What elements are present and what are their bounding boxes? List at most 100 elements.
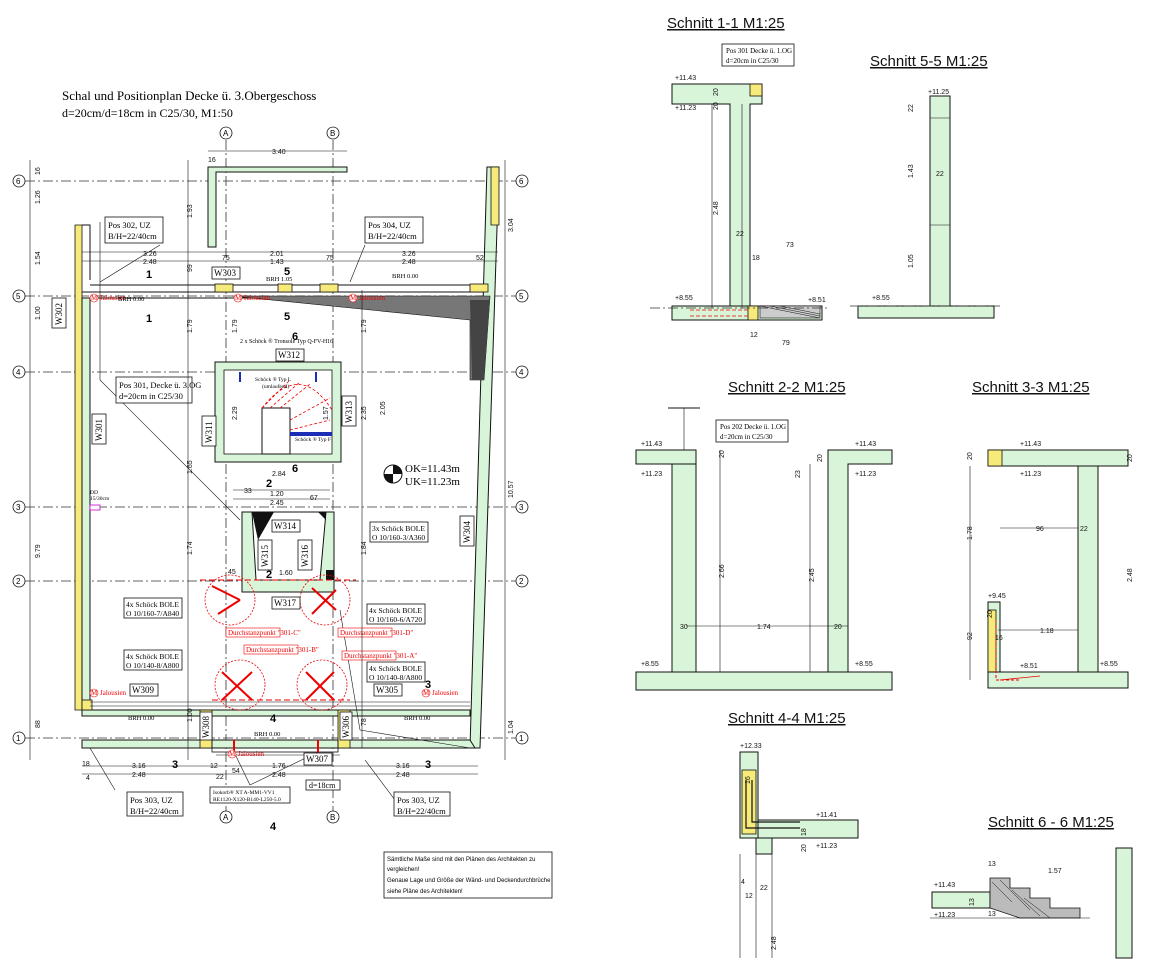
wall-w307: W307 <box>306 754 328 764</box>
section-4-4-title: Schnitt 4-4 M1:25 <box>728 710 846 727</box>
svg-text:16: 16 <box>995 635 1003 642</box>
svg-text:1.60: 1.60 <box>279 570 293 577</box>
wall-w303: W303 <box>214 268 236 278</box>
svg-text:1: 1 <box>146 269 152 281</box>
svg-text:20: 20 <box>801 844 808 852</box>
svg-text:79: 79 <box>782 340 790 347</box>
svg-text:BRH 1.05: BRH 1.05 <box>266 276 292 283</box>
axis-markers-letters: A B A B <box>219 126 340 824</box>
svg-text:2.48: 2.48 <box>713 201 720 215</box>
svg-text:Jalousien: Jalousien <box>238 750 265 758</box>
svg-text:Durchstanzpunkt "301-A": Durchstanzpunkt "301-A" <box>344 652 417 660</box>
svg-text:22: 22 <box>760 885 768 892</box>
svg-text:B/H=22/40cm: B/H=22/40cm <box>108 231 157 241</box>
svg-text:+11.23: +11.23 <box>641 471 662 478</box>
svg-text:2: 2 <box>266 478 272 490</box>
svg-text:M: M <box>350 294 357 302</box>
svg-text:18: 18 <box>82 761 90 768</box>
svg-text:1.26: 1.26 <box>35 190 42 204</box>
svg-text:+11.43: +11.43 <box>934 882 955 889</box>
svg-text:2.48: 2.48 <box>396 772 410 779</box>
svg-text:2: 2 <box>16 577 21 586</box>
svg-text:6: 6 <box>292 463 298 475</box>
svg-text:Jalousien: Jalousien <box>100 294 127 302</box>
svg-text:15/30cm: 15/30cm <box>90 496 110 502</box>
svg-text:+8.55: +8.55 <box>641 661 659 668</box>
svg-text:2.05: 2.05 <box>380 401 387 415</box>
svg-text:Jalousien: Jalousien <box>359 294 386 302</box>
svg-text:Genaue Lage und Größe der Wänd: Genaue Lage und Größe der Wänd- und Deck… <box>387 878 551 884</box>
svg-text:1.54: 1.54 <box>35 251 42 265</box>
svg-text:4: 4 <box>519 368 524 377</box>
svg-text:13: 13 <box>969 898 976 906</box>
svg-text:18: 18 <box>801 828 808 836</box>
stair-core <box>214 361 342 593</box>
section-3-3: Schnitt 3-3 M1:25 +11.43 +11.23 +9.45 +8… <box>967 379 1134 689</box>
svg-text:d=20cm in C25/30: d=20cm in C25/30 <box>119 391 183 401</box>
svg-text:96: 96 <box>1036 526 1044 533</box>
svg-text:5: 5 <box>16 292 21 301</box>
svg-text:+11.43: +11.43 <box>1020 441 1041 448</box>
svg-text:2.84: 2.84 <box>272 471 286 478</box>
svg-text:99: 99 <box>187 264 194 272</box>
svg-text:Sämtliche Maße sind mit den Pl: Sämtliche Maße sind mit den Plänen des A… <box>387 857 535 863</box>
svg-text:2.48: 2.48 <box>143 259 157 266</box>
plan-dimension-lines <box>29 150 506 775</box>
svg-text:+8.51: +8.51 <box>1020 663 1038 670</box>
wall-w301: W301 <box>94 419 104 441</box>
svg-text:4: 4 <box>741 879 745 886</box>
svg-text:5: 5 <box>284 266 290 278</box>
svg-text:+11.23: +11.23 <box>934 912 955 919</box>
svg-text:d=20cm in C25/30: d=20cm in C25/30 <box>720 433 773 441</box>
svg-text:6: 6 <box>292 331 298 343</box>
section-3-3-title: Schnitt 3-3 M1:25 <box>972 379 1090 396</box>
svg-text:BRH 0.00: BRH 0.00 <box>392 273 418 280</box>
svg-text:1: 1 <box>519 734 524 743</box>
plan-subtitle: d=20cm/d=18cm in C25/30, M1:50 <box>62 106 233 120</box>
plan-title: Schal und Positionplan Decke ü. 3.Oberge… <box>62 88 316 103</box>
svg-text:88: 88 <box>35 720 42 728</box>
svg-text:Isokorb® XT A-MM1-VV1: Isokorb® XT A-MM1-VV1 <box>213 789 275 796</box>
svg-text:M: M <box>235 294 242 302</box>
svg-text:+11.43: +11.43 <box>641 441 662 448</box>
svg-text:1: 1 <box>16 734 21 743</box>
section-4-4: Schnitt 4-4 M1:25 +12.33 +11.41 +11.23 1… <box>728 710 859 958</box>
punch-zones <box>200 574 356 755</box>
svg-text:20: 20 <box>719 450 726 458</box>
svg-text:16: 16 <box>745 776 752 784</box>
wall-w304: W304 <box>462 521 472 543</box>
svg-text:+8.55: +8.55 <box>675 295 693 302</box>
svg-text:78: 78 <box>361 718 368 726</box>
svg-text:+8.55: +8.55 <box>872 295 890 302</box>
svg-text:+12.33: +12.33 <box>740 743 762 750</box>
svg-text:1.43: 1.43 <box>270 259 284 266</box>
svg-text:45: 45 <box>228 569 236 576</box>
svg-text:2.66: 2.66 <box>719 564 726 578</box>
svg-text:M: M <box>91 689 98 697</box>
wall-w313: W313 <box>344 401 354 423</box>
svg-text:O 10/160-7/A840: O 10/160-7/A840 <box>126 609 179 618</box>
svg-text:Schöck ® Typ L: Schöck ® Typ L <box>255 376 292 383</box>
svg-text:92: 92 <box>967 632 974 640</box>
svg-text:4x Schöck BOLE: 4x Schöck BOLE <box>369 606 422 615</box>
wall-w305: W305 <box>376 685 398 695</box>
svg-text:5: 5 <box>519 292 524 301</box>
section-5-5-title: Schnitt 5-5 M1:25 <box>870 53 988 70</box>
svg-text:+11.23: +11.23 <box>675 105 696 112</box>
svg-text:3.26: 3.26 <box>402 251 416 258</box>
svg-text:12: 12 <box>745 893 753 900</box>
section-2-2: Schnitt 2-2 M1:25 Pos 202 Decke ü. 1.OG … <box>635 379 893 691</box>
svg-text:30: 30 <box>680 624 688 631</box>
svg-text:2: 2 <box>266 569 272 581</box>
svg-text:16: 16 <box>208 157 216 164</box>
svg-text:20: 20 <box>713 102 720 110</box>
svg-text:O 10/160-6/A720: O 10/160-6/A720 <box>369 615 422 624</box>
svg-text:+11.43: +11.43 <box>855 441 876 448</box>
svg-text:+11.41: +11.41 <box>816 812 837 819</box>
wall-w306: W306 <box>341 716 351 738</box>
svg-text:2.48: 2.48 <box>272 772 286 779</box>
svg-text:20: 20 <box>834 624 842 631</box>
svg-text:3.04: 3.04 <box>508 218 515 232</box>
svg-text:Jalousien: Jalousien <box>432 689 459 697</box>
